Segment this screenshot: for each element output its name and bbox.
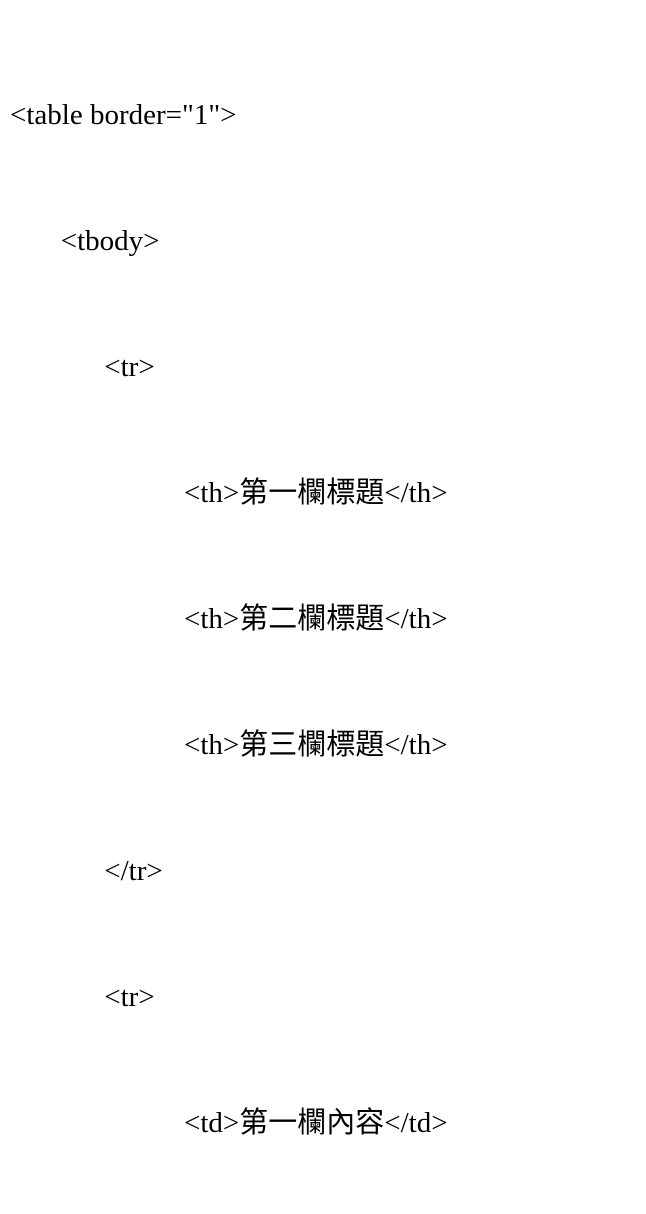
code-line: </tr>: [10, 855, 163, 887]
code-line: <td>第一欄內容</td>: [10, 1107, 448, 1139]
code-line: <tr>: [10, 981, 155, 1013]
code-line: <th>第二欄標題</th>: [10, 603, 448, 635]
code-line: <table border="1">: [10, 99, 237, 131]
code-line: <th>第一欄標題</th>: [10, 477, 448, 509]
code-line: <th>第三欄標題</th>: [10, 729, 448, 761]
code-line: <tbody>: [10, 225, 160, 257]
code-line: <tr>: [10, 351, 155, 383]
